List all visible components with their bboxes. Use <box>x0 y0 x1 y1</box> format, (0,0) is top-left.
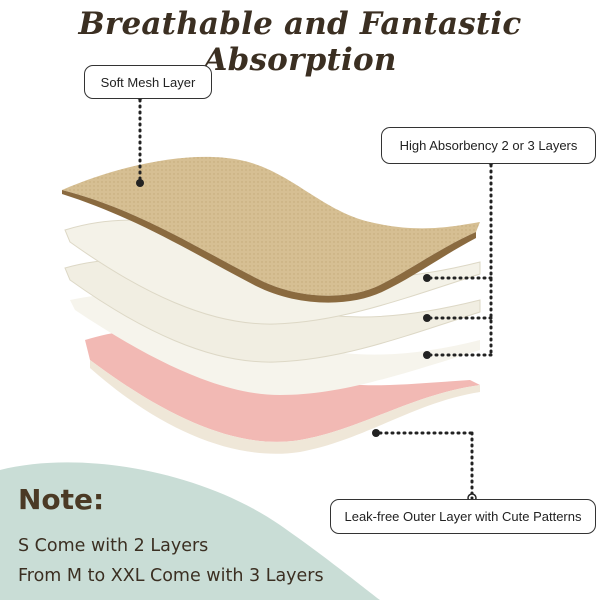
mesh-layer <box>62 156 480 296</box>
page-title: Breathable and Fantastic Absorption <box>78 6 522 78</box>
note-title: Note: <box>18 483 105 516</box>
soft-mesh-label: Soft Mesh Layer <box>84 65 212 99</box>
note-background <box>0 462 380 600</box>
note-line-small-size: S Come with 2 Layers <box>18 536 209 556</box>
note-line-larger-sizes: From M to XXL Come with 3 Layers <box>18 566 324 586</box>
high-absorbency-label: High Absorbency 2 or 3 Layers <box>381 127 596 164</box>
leak-free-label: Leak-free Outer Layer with Cute Patterns <box>330 499 596 534</box>
outer-layer-edge <box>90 360 480 454</box>
